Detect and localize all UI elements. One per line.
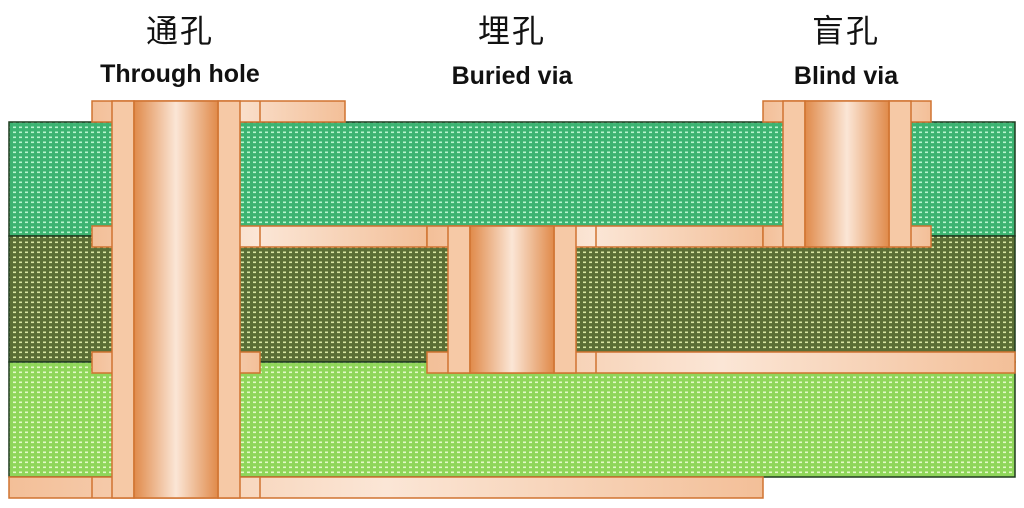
through-hole-cn-label: 通孔 bbox=[145, 12, 214, 50]
through-hole-en-label: Through hole bbox=[100, 60, 260, 88]
buried-via bbox=[426, 225, 1016, 374]
through-hole-via bbox=[8, 100, 764, 499]
blind-via bbox=[762, 100, 932, 248]
blind-via-cn-label: 盲孔 bbox=[811, 12, 880, 50]
buried-via-cn-label: 埋孔 bbox=[477, 12, 546, 50]
buried-via-en-label: Buried via bbox=[451, 62, 573, 90]
blind-via-en-label: Blind via bbox=[793, 62, 899, 90]
